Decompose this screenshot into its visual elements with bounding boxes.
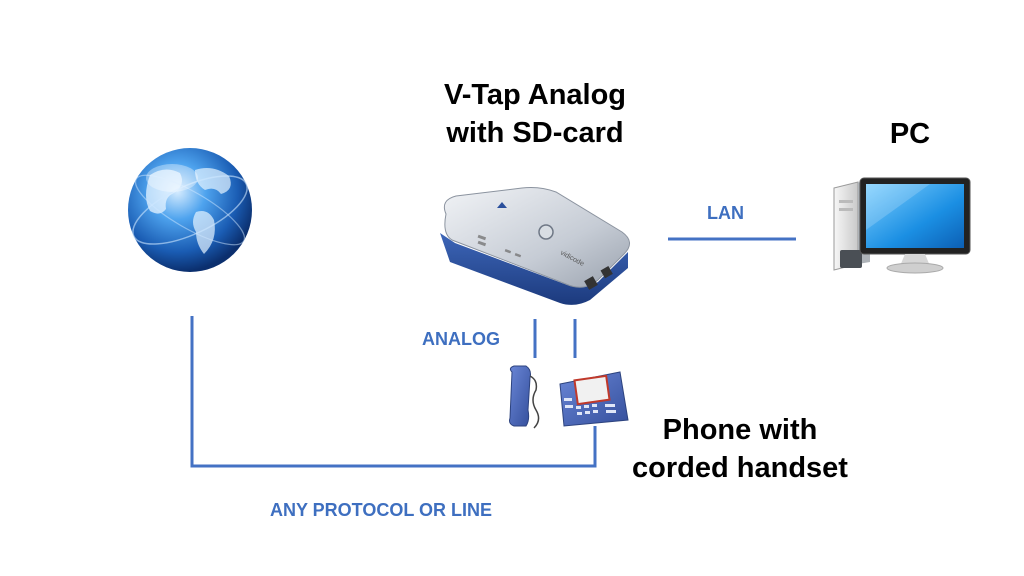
pc-title: PC <box>889 118 931 150</box>
lan-label: LAN <box>707 203 744 223</box>
vtap-device-icon <box>440 187 630 305</box>
globe-icon <box>128 148 252 272</box>
any-protocol-label: ANY PROTOCOL OR LINE <box>270 500 493 520</box>
handset-icon <box>509 365 540 429</box>
phone-title-line2: corded handset <box>632 452 848 484</box>
any-protocol-line <box>190 316 597 468</box>
device-title-line1: V-Tap Analog <box>443 79 627 111</box>
desk-phone-icon <box>559 371 629 427</box>
connection-lines <box>190 237 796 468</box>
phone-title-line1: Phone with <box>662 414 818 446</box>
pc-icon <box>833 177 971 274</box>
analog-label: ANALOG <box>422 329 500 349</box>
phone-title: Phone with corded handset <box>615 411 865 487</box>
device-title-line2: with SD-card <box>446 117 624 149</box>
device-title: V-Tap Analog with SD-card <box>410 76 660 152</box>
